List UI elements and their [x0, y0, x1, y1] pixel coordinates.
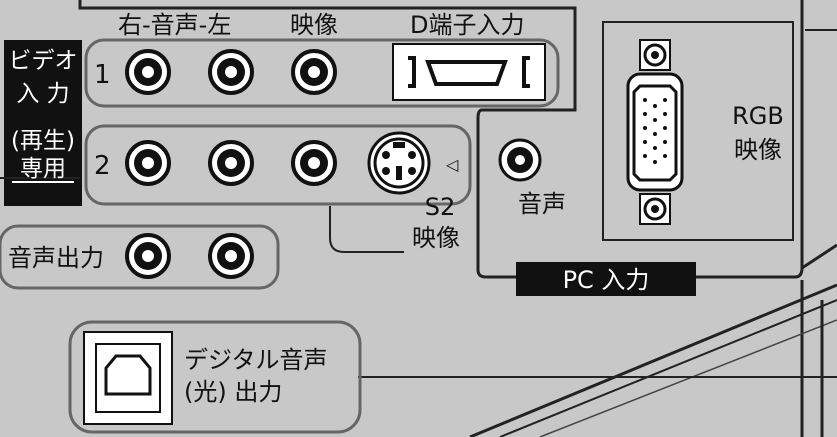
audio-output-right-jack[interactable]	[125, 233, 171, 279]
rgb-port-frame	[602, 21, 794, 241]
pc-audio-label: 音声	[518, 190, 566, 218]
s2-video-jack[interactable]	[367, 131, 431, 195]
pc-input-label-bar	[516, 262, 696, 296]
d-terminal-label: D端子入力	[410, 11, 524, 39]
rgb-label-line1: RGB	[732, 102, 784, 130]
row2-video-jack[interactable]	[291, 140, 337, 186]
s2-label-line2: 映像	[412, 224, 460, 252]
row2-audio-left-jack[interactable]	[208, 140, 254, 186]
row1-number: 1	[94, 60, 111, 90]
pc-input-label: PC 入力	[563, 266, 650, 294]
row1-video-jack[interactable]	[291, 49, 337, 95]
optical-output-group	[68, 320, 362, 434]
video-column-label: 映像	[290, 11, 338, 39]
audio-output-group	[0, 224, 280, 290]
right-panel-edge	[801, 243, 837, 270]
playback-only-line1: (再生)	[11, 128, 75, 154]
optical-output-label-line1: デジタル音声	[184, 346, 328, 374]
s2-label-line1: S2	[425, 193, 456, 221]
video-input-2-group	[84, 124, 472, 206]
video-input-label-line2: 入 力	[16, 81, 69, 107]
audio-output-left-jack[interactable]	[208, 233, 254, 279]
optical-output-port[interactable]	[83, 331, 173, 425]
upper-panel-outline	[78, 0, 804, 279]
row2-number: 2	[94, 151, 111, 181]
rgb-label-line2: 映像	[734, 136, 782, 164]
playback-only-line2: 専用	[20, 156, 66, 182]
sloped-edge-2	[499, 299, 837, 437]
row2-audio-right-jack[interactable]	[125, 140, 171, 186]
row1-audio-left-jack[interactable]	[208, 49, 254, 95]
sloped-edge-1	[469, 283, 837, 437]
optical-output-label-line2: (光) 出力	[184, 378, 282, 406]
d-terminal-port[interactable]	[392, 43, 546, 101]
s2-leader-line	[329, 206, 404, 253]
row1-audio-right-jack[interactable]	[125, 49, 171, 95]
sloped-edge-3	[539, 319, 837, 437]
video-input-label-line1: ビデオ	[9, 48, 78, 74]
s2-arrow-icon: ◁	[445, 155, 459, 174]
pc-audio-jack[interactable]	[498, 138, 542, 182]
audio-right-left-label: 右-音声-左	[118, 11, 231, 39]
audio-output-label: 音声出力	[8, 244, 104, 272]
video-input-1-group	[84, 38, 560, 108]
rgb-d-sub-port[interactable]	[626, 39, 684, 225]
